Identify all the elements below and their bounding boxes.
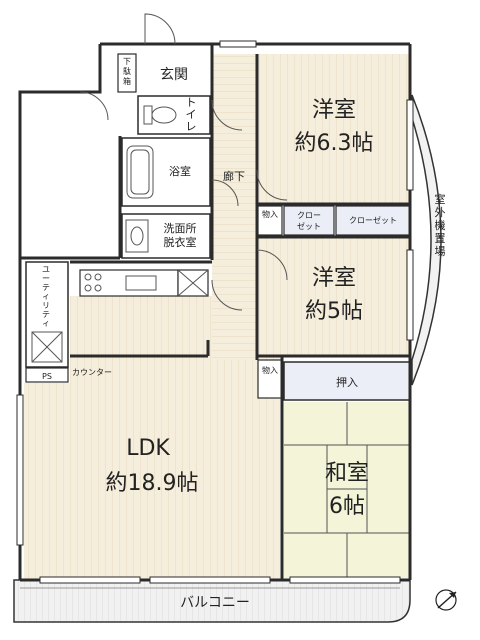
youshitsu-b-name: 洋室: [312, 266, 356, 291]
svg-text:物入: 物入: [262, 365, 278, 375]
bath-label: 浴室: [169, 164, 191, 178]
svg-text:置: 置: [435, 232, 446, 245]
ldk-name: LDK: [126, 436, 170, 461]
svg-text:クロー: クロー: [297, 211, 321, 220]
svg-text:物入: 物入: [262, 209, 278, 219]
svg-text:外: 外: [435, 206, 446, 219]
closet-small: [283, 205, 335, 236]
svg-text:機: 機: [435, 218, 446, 232]
svg-text:テ: テ: [42, 283, 50, 292]
youshitsu-b-floor: [258, 237, 410, 355]
svg-text:ィ: ィ: [42, 319, 50, 328]
kitchen-counter: [79, 269, 179, 297]
shoe-box: [117, 53, 137, 93]
youshitsu-a-name: 洋室: [312, 98, 356, 123]
washitsu-name: 和室: [325, 461, 369, 486]
toilet-room: [137, 95, 211, 135]
ldk-floor: [24, 383, 280, 580]
ps-box: [25, 367, 69, 383]
sink-icon: [125, 275, 157, 291]
bath-room: [121, 137, 211, 207]
counter-label: カウンター: [72, 368, 112, 377]
windows: [16, 40, 414, 584]
svg-text:室: 室: [435, 192, 446, 206]
svg-text:脱衣室: 脱衣室: [164, 235, 197, 249]
doors: [79, 13, 288, 311]
washroom: [121, 213, 211, 259]
svg-text:駄: 駄: [123, 66, 131, 76]
stove-icon: [84, 273, 102, 292]
svg-text:箱: 箱: [123, 76, 131, 86]
youshitsu-b-size: 約5帖: [305, 299, 363, 324]
balcony-label: バルコニー: [180, 595, 250, 611]
svg-text:レ: レ: [186, 120, 197, 133]
svg-text:ゼット: ゼット: [297, 221, 321, 231]
balcony-area: [13, 579, 411, 623]
washitsu-size: 6帖: [329, 494, 365, 519]
hallway-label: 廊下: [223, 169, 245, 183]
svg-text:ユ: ユ: [42, 265, 50, 274]
svg-text:洗面所: 洗面所: [164, 222, 197, 235]
svg-text:押入: 押入: [336, 375, 358, 389]
outdoor-unit-area: [411, 94, 442, 386]
oshiire: [283, 361, 411, 401]
youshitsu-a-floor: [258, 54, 410, 204]
north-arrow-icon: [435, 589, 457, 611]
svg-text:リ: リ: [42, 301, 50, 310]
svg-text:PS: PS: [42, 372, 52, 381]
washbasin-icon: [125, 219, 149, 253]
storage-lower: [257, 359, 283, 399]
svg-text:ト: ト: [186, 96, 197, 109]
svg-text:クローゼット: クローゼット: [349, 215, 397, 225]
closet: [335, 205, 411, 236]
svg-text:ィ: ィ: [42, 292, 50, 301]
bathtub-icon: [126, 145, 154, 199]
svg-text:下: 下: [123, 57, 131, 66]
ldk-size: 約18.9帖: [106, 471, 199, 496]
svg-text:場: 場: [435, 245, 446, 258]
tatami-lines: [284, 402, 410, 578]
toilet-icon: [143, 105, 177, 125]
youshitsu-a-size: 約6.3帖: [295, 131, 374, 156]
outdoor-unit-label: 室 外 機 置 場: [435, 192, 446, 258]
hallway-floor: [212, 54, 257, 360]
genkan-label: 玄関: [160, 66, 188, 83]
svg-text:イ: イ: [186, 108, 197, 121]
genkan-floor: [138, 54, 210, 92]
svg-text:テ: テ: [42, 310, 50, 319]
svg-text:ー: ー: [42, 274, 50, 283]
